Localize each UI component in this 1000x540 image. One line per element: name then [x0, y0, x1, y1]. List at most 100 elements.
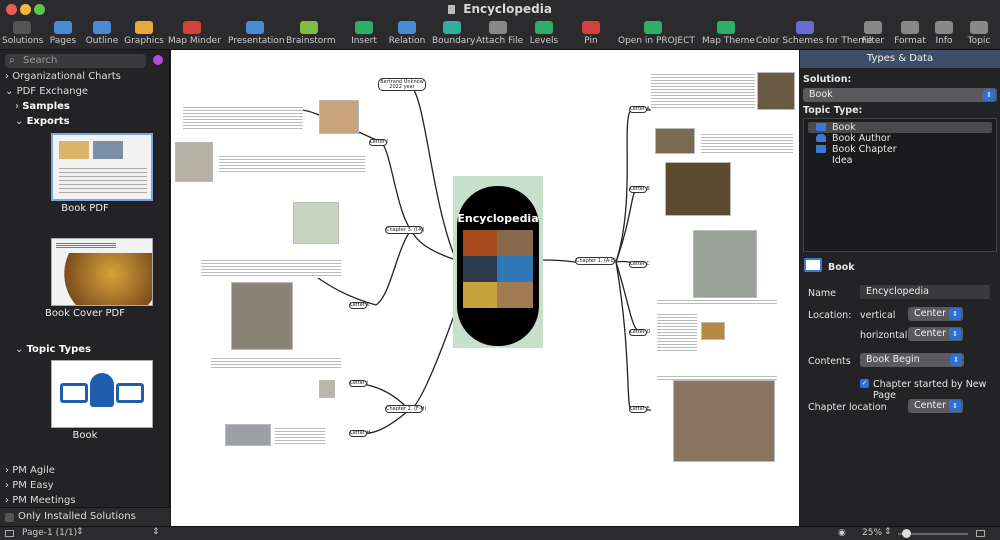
pages-button[interactable]: Pages	[46, 18, 80, 50]
solutions-button[interactable]: Solutions	[2, 18, 43, 50]
solution-gem-icon[interactable]	[153, 55, 163, 65]
zoom-slider-knob[interactable]	[902, 529, 911, 538]
image-koala	[231, 282, 293, 350]
topic-bertrand-unknow[interactable]: Bertrand Unknow 2022 year	[378, 78, 426, 91]
topic-letter-c[interactable]: Letter C	[629, 261, 650, 268]
zoom-value: 25%	[862, 528, 883, 538]
tree-item-pm-meetings[interactable]: › PM Meetings	[5, 495, 76, 506]
outline-icon	[93, 21, 111, 34]
brainstorm-button[interactable]: Brainstorm	[286, 18, 336, 50]
topic-chapter-1[interactable]: Chapter 1. (A-E)	[575, 257, 617, 265]
fullscreen-icon[interactable]	[976, 530, 985, 537]
topic-type-book-author[interactable]: Book Author	[808, 133, 992, 144]
tree-item-topic-types[interactable]: ⌄ Topic Types	[15, 344, 91, 355]
insert-button[interactable]: Insert	[348, 18, 380, 50]
dropdown-arrow-icon: ⇕	[949, 308, 961, 320]
topic-letter-h[interactable]: Letter H	[349, 430, 371, 437]
info-icon	[935, 21, 953, 34]
graphics-icon	[135, 21, 153, 34]
topic-type-idea[interactable]: Idea	[832, 155, 853, 166]
central-image-dog	[497, 282, 533, 308]
brainstorm-icon	[300, 21, 318, 34]
format-button[interactable]: Format	[894, 18, 926, 50]
book-topic-thumbnail[interactable]	[51, 360, 153, 428]
image-insect	[319, 380, 335, 398]
image-bird	[293, 202, 339, 244]
image-fish	[225, 424, 271, 446]
solutions-sidebar: ⌕Search › Organizational Charts ⌄ PDF Ex…	[0, 50, 170, 526]
title-bar: Encyclopedia	[0, 0, 1000, 18]
color-schemes-icon	[796, 21, 814, 34]
zoom-slider[interactable]	[898, 529, 968, 538]
presentation-button[interactable]: Presentation	[228, 18, 285, 50]
topic-letter-e[interactable]: Letter E	[629, 406, 650, 413]
tree-item-samples[interactable]: › Samples	[15, 101, 70, 112]
chapter-new-page-checkbox[interactable]: ✓	[860, 379, 869, 388]
book-author-type-icon	[816, 134, 826, 142]
map-theme-button[interactable]: Map Theme	[702, 18, 755, 50]
pin-button[interactable]: Pin	[578, 18, 604, 50]
book-pdf-thumbnail[interactable]	[51, 133, 153, 201]
chapter-location-dropdown[interactable]: Center⇕	[908, 399, 963, 413]
levels-button[interactable]: Levels	[528, 18, 560, 50]
topic-type-book[interactable]: Book	[808, 122, 992, 133]
map-minder-button[interactable]: Map Minder	[168, 18, 221, 50]
eye-icon[interactable]: ◉	[838, 528, 846, 538]
topic-letter-b[interactable]: Letter B	[629, 186, 650, 193]
author-icon	[90, 373, 114, 407]
relation-button[interactable]: Relation	[388, 18, 426, 50]
open-in-project-button[interactable]: Open in PROJECT	[618, 18, 695, 50]
color-schemes-button[interactable]: Color Schemes for Theme	[756, 18, 872, 50]
outline-button[interactable]: Outline	[84, 18, 120, 50]
location-label: Location:	[808, 310, 852, 321]
sidebar-toggle-icon[interactable]	[5, 530, 14, 537]
note-text	[657, 374, 777, 380]
attach-file-button[interactable]: Attach File	[476, 18, 523, 50]
zoom-window-button[interactable]	[34, 4, 45, 15]
dropdown-arrow-icon: ⇕	[983, 89, 995, 101]
note-text	[219, 154, 365, 174]
topic-letter-k[interactable]: Letter K	[349, 302, 370, 309]
name-field[interactable]: Encyclopedia	[860, 285, 990, 299]
close-window-button[interactable]	[6, 4, 17, 15]
topic-type-book-chapter[interactable]: Book Chapter	[808, 144, 992, 155]
topic-chapter-2[interactable]: Chapter 2. (F-H)	[385, 405, 427, 413]
topic-letter-j[interactable]: Letter J	[349, 380, 368, 387]
only-installed-checkbox[interactable]	[5, 513, 14, 522]
tree-item-pdf-exchange[interactable]: ⌄ PDF Exchange	[5, 86, 89, 97]
tree-item-pm-agile[interactable]: › PM Agile	[5, 465, 55, 476]
vertical-dropdown[interactable]: Center⇕	[908, 307, 963, 321]
tree-item-pm-easy[interactable]: › PM Easy	[5, 480, 54, 491]
horizontal-dropdown[interactable]: Center⇕	[908, 327, 963, 341]
search-input[interactable]: ⌕Search	[5, 54, 146, 68]
image-dog	[319, 100, 359, 134]
zoom-stepper-icon[interactable]: ⇕	[884, 527, 892, 537]
map-canvas[interactable]: Encyclopedia Bertrand Unknow 2022 year L…	[171, 50, 799, 526]
tree-item-exports[interactable]: ⌄ Exports	[15, 116, 70, 127]
central-topic-encyclopedia[interactable]: Encyclopedia	[457, 186, 539, 346]
page-indicator[interactable]: Page-1 (1/1)	[22, 528, 78, 538]
topic-letter-i[interactable]: Letter I	[369, 139, 388, 146]
page-nav-icon[interactable]: ⇕	[152, 527, 160, 537]
info-button[interactable]: Info	[932, 18, 956, 50]
topic-letter-d[interactable]: Letter D	[629, 329, 651, 336]
page-stepper-icon[interactable]: ⇕	[76, 527, 84, 537]
solution-dropdown[interactable]: Book⇕	[803, 88, 997, 102]
boundary-button[interactable]: Boundary	[432, 18, 475, 50]
topic-chapter-3[interactable]: Chapter 3. (I-K)	[385, 226, 425, 234]
book-cover-pdf-thumbnail[interactable]	[51, 238, 153, 306]
topic-letter-a[interactable]: Letter A	[629, 106, 650, 113]
graphics-button[interactable]: Graphics	[124, 18, 164, 50]
selected-type-name: Book	[828, 262, 855, 273]
tree-item-org-charts[interactable]: › Organizational Charts	[5, 71, 121, 82]
topic-button[interactable]: Topic	[964, 18, 994, 50]
types-data-panel: Types & Data Solution: Book⇕ Topic Type:…	[800, 50, 1000, 526]
minimize-window-button[interactable]	[20, 4, 31, 15]
image-bat	[665, 162, 731, 216]
filter-button[interactable]: Filter	[860, 18, 886, 50]
chapter-new-page-label: Chapter started by New Page	[873, 379, 987, 401]
toolbar: Solutions Pages Outline Graphics Map Min…	[0, 18, 1000, 50]
central-image-fish	[463, 282, 499, 308]
contents-dropdown[interactable]: Book Begin⇕	[860, 353, 964, 367]
